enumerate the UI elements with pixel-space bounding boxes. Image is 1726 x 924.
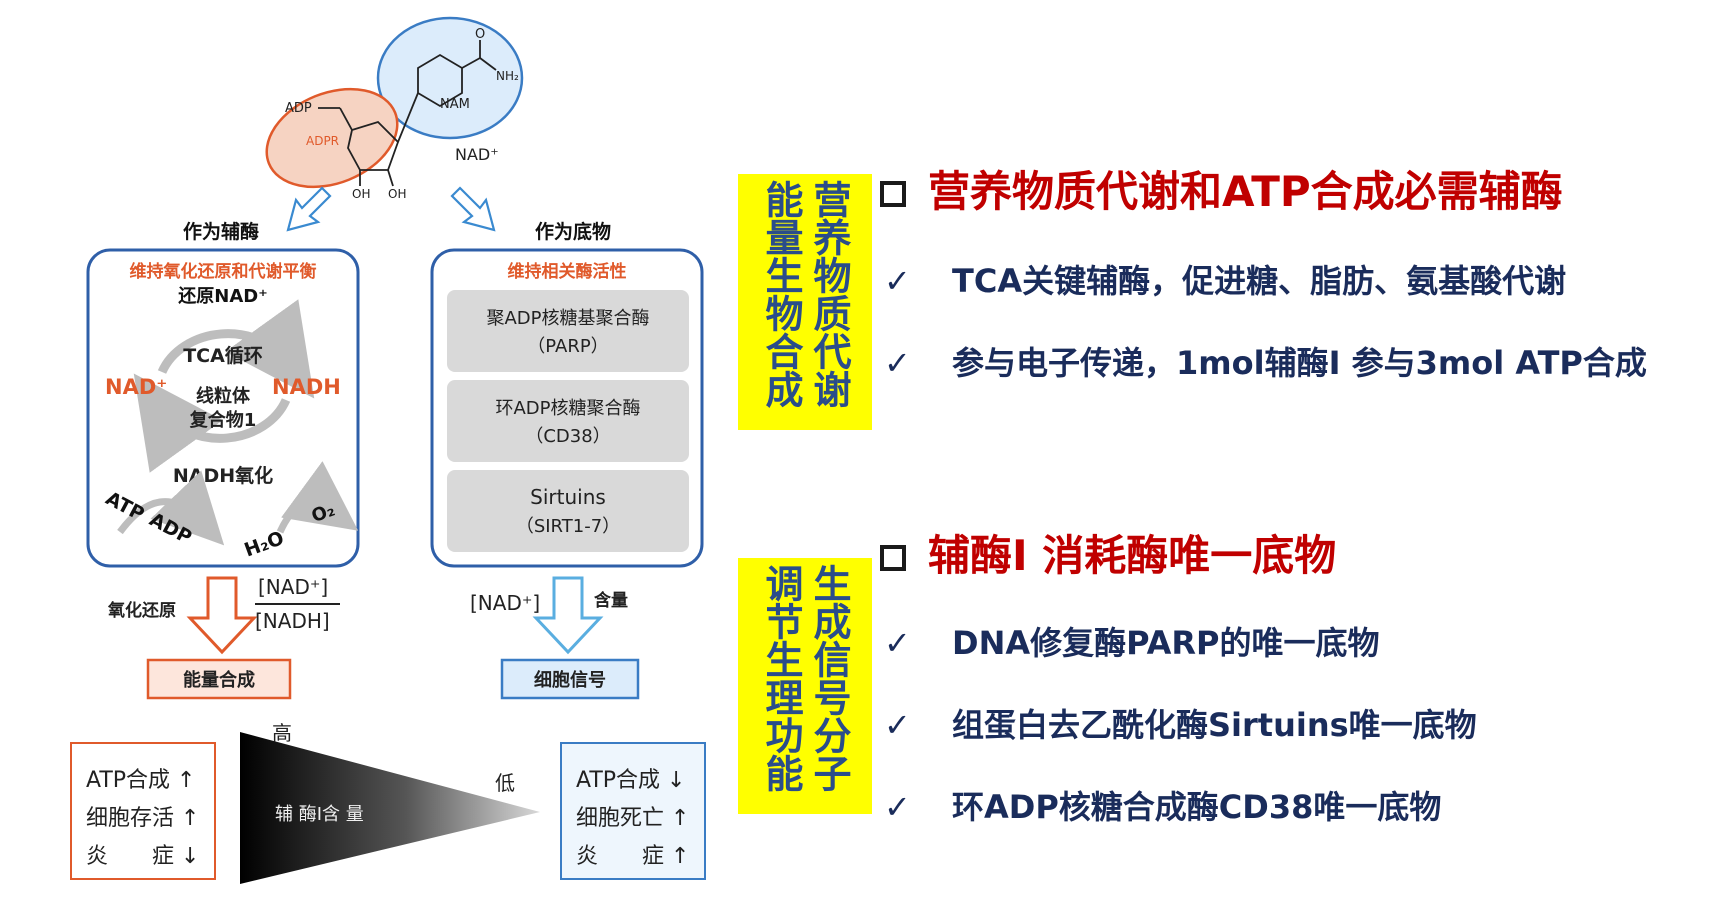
content-label: 含量 — [594, 590, 628, 611]
nam-ellipse — [376, 16, 524, 140]
panel2-heading-text: 辅酶I 消耗酶唯一底物 — [928, 531, 1337, 580]
panel2-bullet-1-text: DNA修复酶PARP的唯一底物 — [952, 624, 1380, 662]
vertical-label-right: 能量生物合成 — [759, 180, 803, 408]
panel1-heading: 营养物质代谢和ATP合成必需辅酶 — [880, 158, 1563, 219]
energy-synthesis-label: 能量合成 — [183, 669, 255, 691]
nad-plus-cycle-label: NAD⁺ — [105, 375, 167, 399]
complex-label-2: 复合物1 — [189, 409, 257, 431]
low-effect-atp: ATP合成 ↓ — [576, 768, 686, 793]
oh2-bond — [387, 169, 394, 187]
oh1-label: OH — [352, 187, 370, 201]
low-effect-death: 细胞死亡 ↑ — [576, 806, 690, 831]
cycle-arc-top — [157, 299, 315, 399]
check-icon: ✓ — [884, 788, 911, 826]
adpr-label: ADPR — [306, 134, 339, 148]
check-icon: ✓ — [884, 706, 911, 744]
enzyme-card-sirt — [447, 470, 689, 552]
glycosidic-bond — [397, 92, 419, 143]
substrate-subtitle: 维持相关酶活性 — [508, 261, 627, 282]
redox-down-arrow — [186, 576, 258, 655]
nadh-oxidation-label: NADH氧化 — [173, 464, 273, 487]
signal-yellow-label: 调节生理功能 生成信号分子 — [738, 558, 872, 814]
vertical-label-left: 营养物质代谢 — [807, 180, 851, 408]
wedge-high-label: 高 — [272, 721, 292, 745]
complex-label-1: 线粒体 — [196, 385, 251, 407]
panel1-bullet-2: ✓ 参与电子传递，1mol辅酶I 参与3mol ATP合成 — [884, 338, 1647, 384]
enzyme-parp-line2: （PARP） — [527, 336, 608, 357]
low-effect-inflammation: 炎 症 ↑ — [576, 844, 690, 869]
panel1-bullet-1-text: TCA关键辅酶，促进糖、脂肪、氨基酸代谢 — [952, 262, 1567, 300]
amide-bond — [461, 57, 481, 69]
energy-yellow-label: 能量生物合成 营养物质代谢 — [738, 174, 872, 430]
vertical-label-left-2: 生成信号分子 — [807, 564, 851, 792]
nad-level-wedge — [240, 732, 540, 884]
adpr-group: ADP ADPR OH OH — [265, 87, 419, 201]
checkbox-square-icon — [880, 181, 906, 207]
checkbox-square-icon — [880, 545, 906, 571]
vertical-label-right-2: 调节生理功能 — [759, 564, 803, 792]
panel2-bullet-2-text: 组蛋白去乙酰化酶Sirtuins唯一底物 — [952, 706, 1477, 744]
panel2-bullet-2: ✓ 组蛋白去乙酰化酶Sirtuins唯一底物 — [884, 700, 1477, 746]
tca-label: TCA循环 — [183, 344, 263, 367]
high-effect-atp: ATP合成 ↑ — [86, 768, 196, 793]
nad-plus-label: NAD⁺ — [455, 145, 499, 164]
redox-label: 氧化还原 — [107, 600, 176, 621]
signal-down-arrow — [532, 576, 604, 655]
arrow-to-coenzyme — [286, 186, 332, 232]
enzyme-parp-line1: 聚ADP核糖基聚合酶 — [486, 308, 649, 329]
coenzyme-title: 作为辅酶 — [183, 220, 259, 243]
nadh-cycle-label: NADH — [272, 375, 341, 399]
enzyme-cd38-line1: 环ADP核糖聚合酶 — [495, 398, 640, 419]
wedge-low-label: 低 — [495, 771, 515, 795]
enzyme-cd38-line2: （CD38） — [525, 426, 610, 447]
nad-diagram: O NH₂ NAM ADP ADPR OH OH NAD⁺ 作为辅酶 作为底物 … — [86, 16, 704, 884]
low-nad-effects-box: ATP合成 ↓ 细胞死亡 ↑ 炎 症 ↑ — [560, 742, 706, 880]
substrate-title: 作为底物 — [535, 220, 611, 243]
panel2-bullet-1: ✓ DNA修复酶PARP的唯一底物 — [884, 618, 1380, 664]
enzyme-sirt-line2: （SIRT1-7） — [516, 516, 620, 537]
coenzyme-subtitle: 维持氧化还原和代谢平衡 — [130, 261, 317, 282]
check-icon: ✓ — [884, 624, 911, 662]
cell-signal-box — [500, 658, 640, 700]
enzyme-sirt-line1: Sirtuins — [530, 485, 606, 509]
enzyme-card-cd38 — [447, 380, 689, 462]
nam-label: NAM — [440, 97, 470, 112]
nh2-bond — [479, 57, 497, 71]
nam-group: O NH₂ NAM — [376, 16, 524, 140]
panel1-heading-text: 营养物质代谢和ATP合成必需辅酶 — [928, 167, 1563, 216]
high-nad-effects-box: ATP合成 ↑ 细胞存活 ↑ 炎 症 ↓ — [70, 742, 216, 880]
panel1-bullet-2-text: 参与电子传递，1mol辅酶I 参与3mol ATP合成 — [952, 344, 1647, 382]
oh2-label: OH — [388, 187, 406, 201]
adpr-ellipse — [265, 87, 399, 189]
ribose-link — [339, 107, 353, 131]
ratio-numerator: [NAD⁺] — [258, 575, 328, 599]
water-curve-arrow — [276, 461, 359, 534]
panel2-bullet-3: ✓ 环ADP核糖合成酶CD38唯一底物 — [884, 782, 1441, 828]
reduce-nad-label: 还原NAD⁺ — [177, 286, 267, 307]
nh2-label: NH₂ — [496, 69, 519, 83]
panel2-heading: 辅酶I 消耗酶唯一底物 — [880, 522, 1336, 583]
wedge-caption: 辅 酶I含 量 — [275, 804, 364, 825]
adp-label: ADP — [285, 101, 312, 116]
ratio-denominator: [NADH] — [255, 609, 330, 633]
high-effect-inflammation: 炎 症 ↓ — [86, 844, 200, 869]
panel2-bullet-3-text: 环ADP核糖合成酶CD38唯一底物 — [952, 788, 1442, 826]
high-effect-survival: 细胞存活 ↑ — [86, 806, 200, 831]
check-icon: ✓ — [884, 262, 911, 300]
carbonyl-o-label: O — [475, 27, 485, 42]
atp-curve-arrow — [117, 470, 225, 546]
arrow-to-substrate — [450, 186, 496, 232]
cycle-arc-bottom — [133, 373, 291, 473]
energy-synthesis-box — [146, 658, 292, 700]
nad-content-label: [NAD⁺] — [470, 591, 540, 615]
check-icon: ✓ — [884, 344, 911, 382]
panel1-bullet-1: ✓ TCA关键辅酶，促进糖、脂肪、氨基酸代谢 — [884, 256, 1566, 302]
cell-signal-label: 细胞信号 — [534, 669, 606, 691]
enzyme-card-parp — [447, 290, 689, 372]
